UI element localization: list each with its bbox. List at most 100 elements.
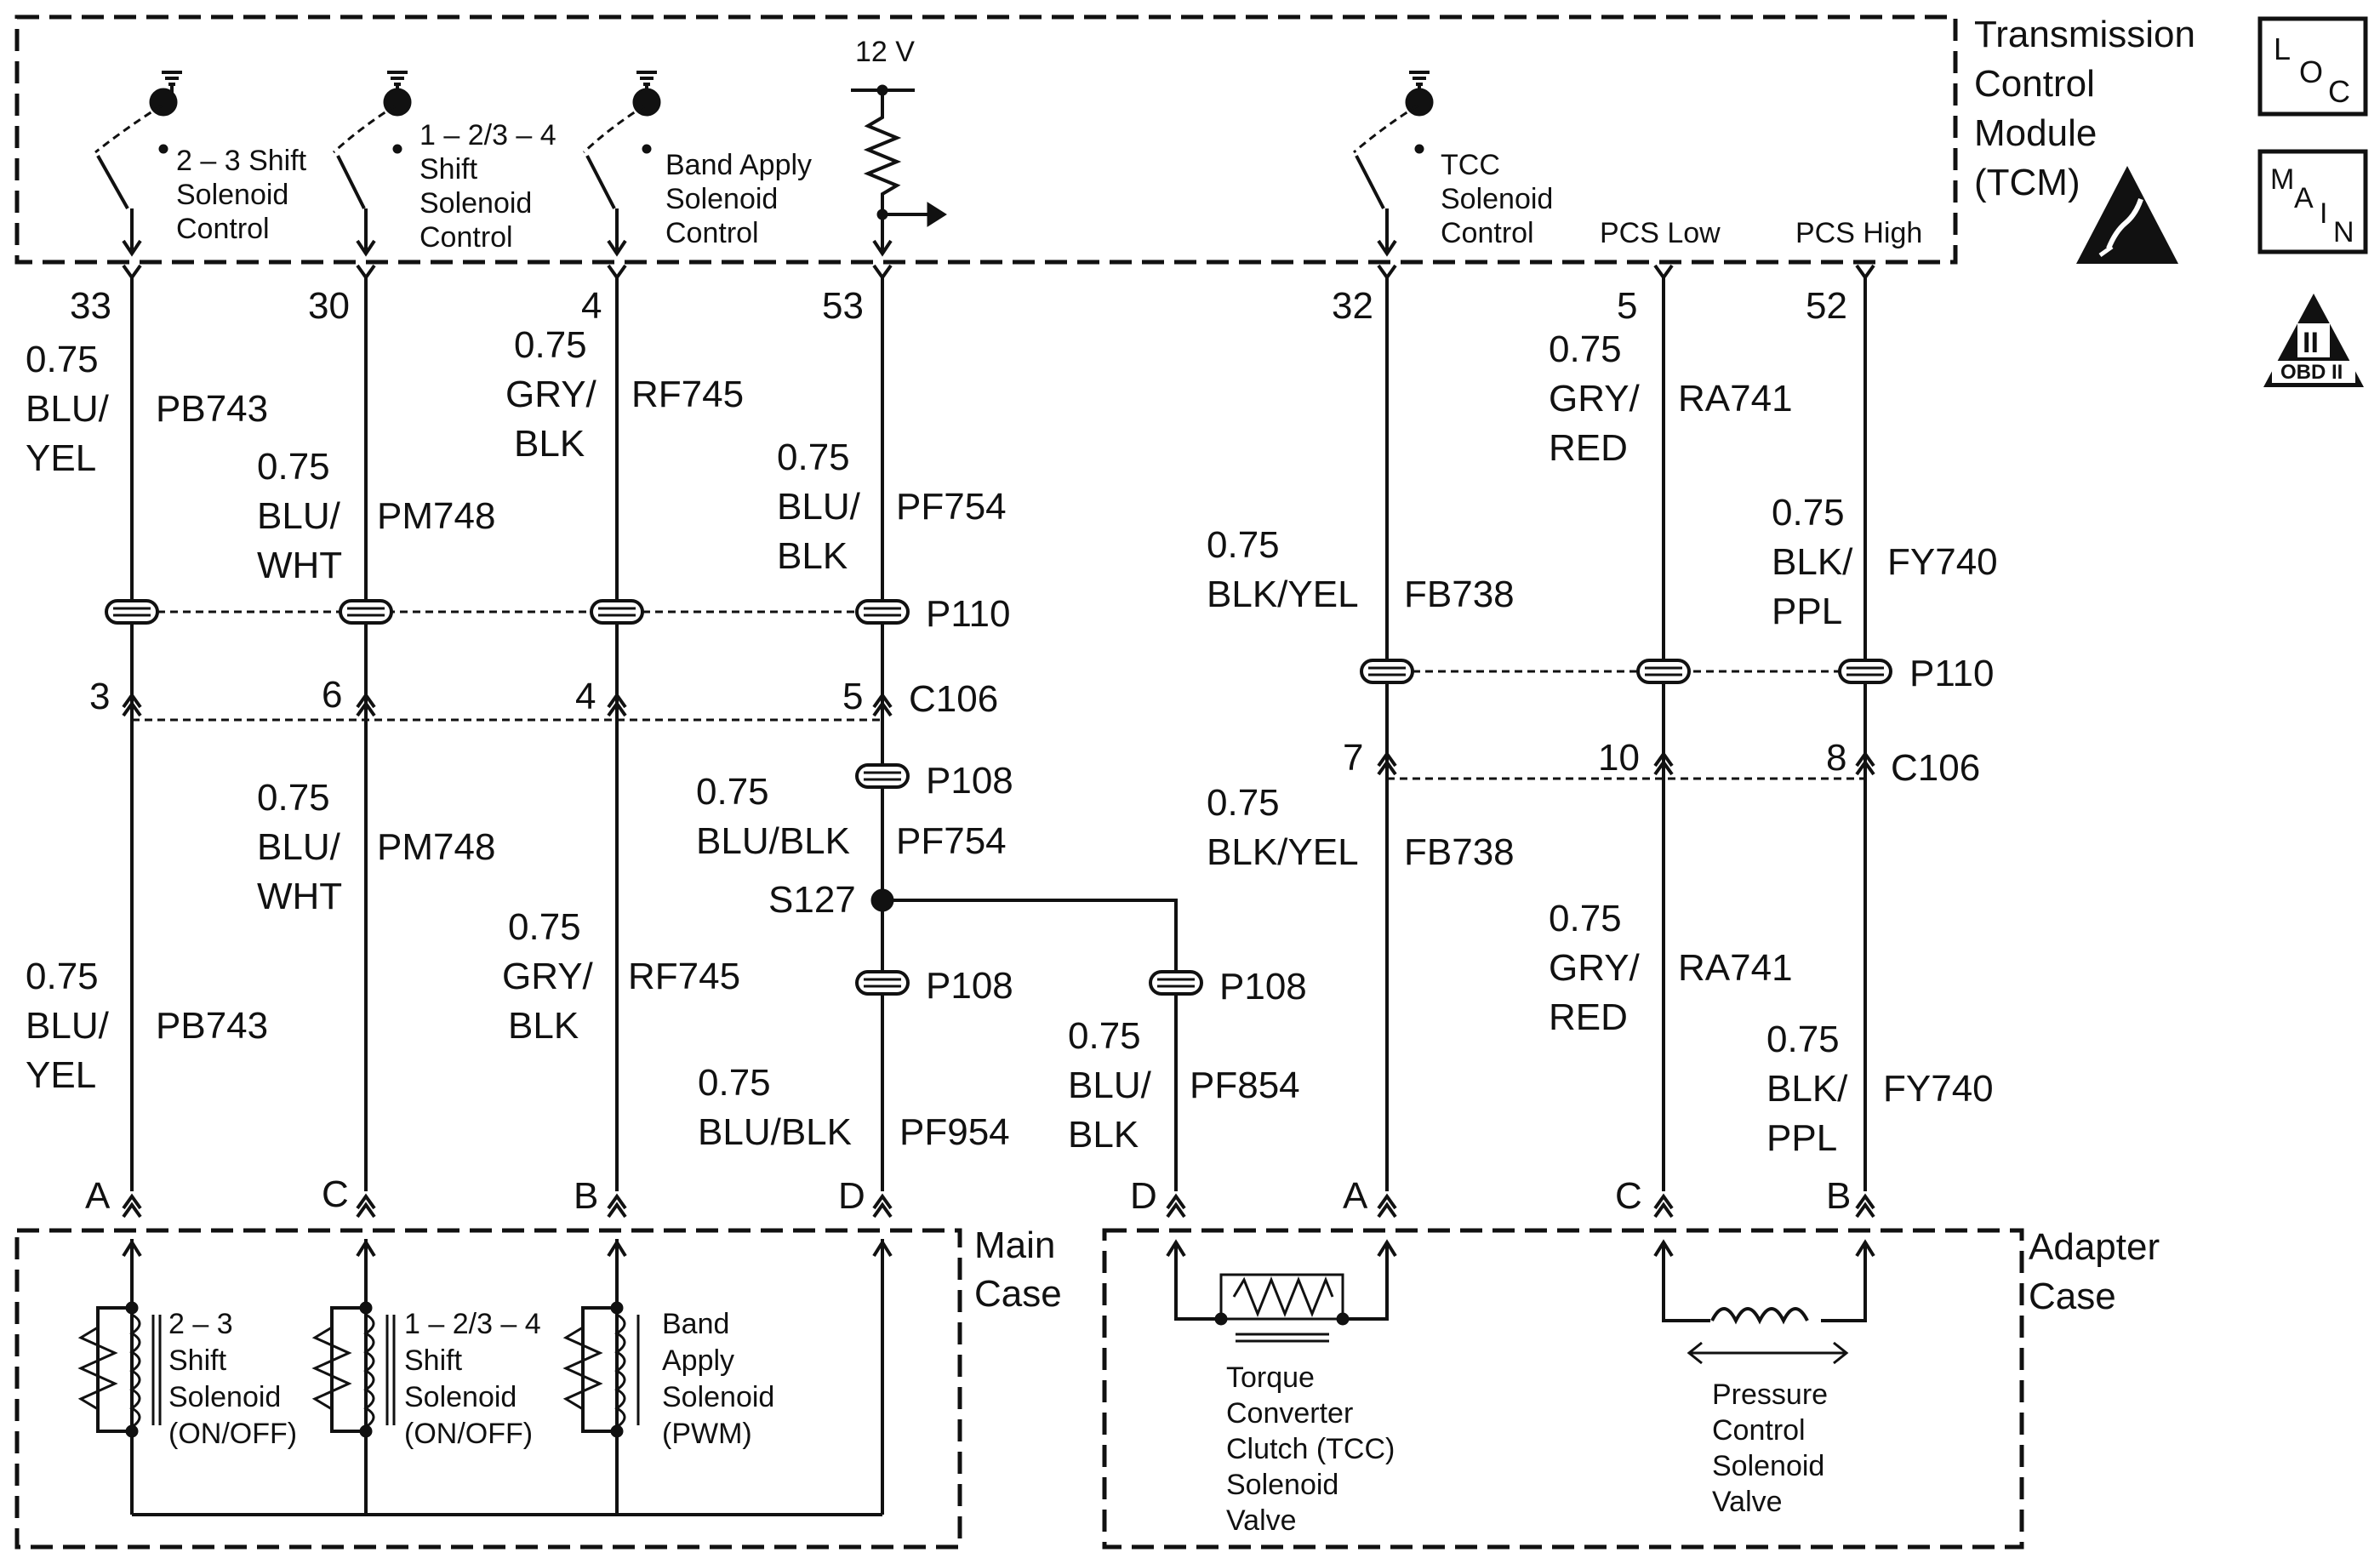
solenoid-coil-icon — [311, 1301, 396, 1438]
wire-u2-circuit: PM748 — [377, 495, 495, 537]
sol-2-line-4: (ON/OFF) — [404, 1418, 533, 1450]
wire-u7-color-1: BLK/ — [1772, 541, 1853, 583]
wire-l4-gauge: 0.75 — [696, 771, 769, 813]
wire-u3-color-2: BLK — [514, 423, 585, 465]
wire-u4-color-2: BLK — [777, 535, 848, 577]
wire-u7-color-2: PPL — [1772, 591, 1842, 632]
tcm-pin-30: 30 — [308, 285, 350, 327]
p110-left-label: P110 — [926, 593, 1011, 635]
p108-clip — [855, 763, 910, 789]
switch-band-apply-label-line-2: Solenoid — [665, 183, 778, 215]
p108-clip — [1149, 970, 1203, 996]
main-letter-a: A — [2294, 182, 2314, 214]
bottom-pin-b: B — [574, 1175, 598, 1217]
tcm-title-line-1: Transmission — [1974, 14, 2195, 55]
pcs-valve-icon — [1653, 1239, 1875, 1365]
p108-label-2: P108 — [926, 965, 1013, 1007]
wire-u4-circuit: PF754 — [896, 486, 1007, 528]
wire-l6-circuit: PF854 — [1190, 1065, 1300, 1106]
main-case-boundary — [14, 1228, 962, 1550]
loc-badge-icon: L O C — [2257, 16, 2368, 117]
wire-l9-circuit: FY740 — [1883, 1068, 1994, 1110]
c106-right-label: C106 — [1891, 747, 1980, 789]
solenoid-coil-icon — [77, 1301, 162, 1438]
wire-l7-color: BLK/YEL — [1207, 831, 1359, 873]
splice-s127-dot — [870, 888, 894, 912]
wire-l7-circuit: FB738 — [1404, 831, 1515, 873]
loc-letter-l: L — [2274, 31, 2291, 66]
wire-u6-gauge: 0.75 — [1549, 328, 1622, 370]
switch-band-apply-label-line-3: Control — [665, 217, 759, 249]
tcm-pin-chevrons — [122, 264, 1875, 281]
switch-band-apply-label-line-1: Band Apply — [665, 149, 812, 181]
pcs-high-label: PCS High — [1795, 217, 1922, 249]
adapter-case-label-line-2: Case — [2029, 1276, 2116, 1317]
sol-1-line-1: 2 – 3 — [168, 1308, 233, 1340]
p110-clip — [1360, 659, 1414, 684]
bottom-pin-a: A — [85, 1175, 111, 1217]
supply-12v-label: 12 V — [855, 36, 915, 68]
bottom-connector-chevrons — [122, 1195, 1875, 1219]
switch-2-3-shift: 2 – 3 Shift Solenoid Control — [94, 71, 307, 257]
wire-l5-circuit: PF954 — [899, 1111, 1010, 1153]
switch-1-2-3-4-shift: 1 – 2/3 – 4 Shift Solenoid Control — [332, 71, 556, 257]
upper-wire-labels: 0.75 BLU/ YEL PB743 0.75 BLU/ WHT PM748 … — [26, 324, 1998, 632]
wire-u2-color-1: BLU/ — [257, 495, 341, 537]
c106-pin-6: 6 — [322, 674, 342, 716]
switch-tcc: TCC Solenoid Control — [1353, 71, 1553, 257]
bottom-pin-d-2: D — [1130, 1175, 1157, 1217]
p108-label-3: P108 — [1219, 966, 1307, 1007]
tcm-title-line-4: (TCM) — [1974, 162, 2080, 203]
obd-roman: II — [2303, 327, 2319, 359]
adapter-case-boundary — [1102, 1228, 2024, 1550]
wire-l5-color: BLU/BLK — [698, 1111, 852, 1153]
wire-l9-color-1: BLK/ — [1766, 1068, 1848, 1110]
wire-u5-gauge: 0.75 — [1207, 524, 1280, 566]
wire-u2-gauge: 0.75 — [257, 446, 330, 488]
c106-pin-3: 3 — [89, 676, 110, 717]
wire-l7-gauge: 0.75 — [1207, 782, 1280, 824]
wire-u7-gauge: 0.75 — [1772, 492, 1845, 534]
p110-clip — [339, 599, 393, 625]
switch-tcc-label-line-1: TCC — [1441, 149, 1500, 181]
wire-l2-color-2: WHT — [257, 876, 342, 917]
sol-3-line-4: (PWM) — [662, 1418, 752, 1450]
sol-3-line-3: Solenoid — [662, 1381, 774, 1413]
wire-u3-circuit: RF745 — [631, 374, 744, 415]
sol-2-line-1: 1 – 2/3 – 4 — [404, 1308, 541, 1340]
wire-l1-circuit: PB743 — [156, 1005, 268, 1047]
c106-left-label: C106 — [909, 678, 998, 720]
main-case-wiring — [122, 1239, 893, 1516]
switch-1-2-3-4-label-line-2: Shift — [419, 153, 478, 186]
vertical-wires — [130, 277, 1867, 1191]
wire-l3-circuit: RF745 — [628, 956, 740, 997]
wire-l9-gauge: 0.75 — [1766, 1019, 1840, 1060]
tcm-title-line-2: Control — [1974, 63, 2095, 105]
sol-3-line-2: Apply — [662, 1344, 734, 1377]
tcm-pin-53: 53 — [822, 285, 864, 327]
main-letter-m: M — [2270, 163, 2294, 196]
switch-1-2-3-4-label-line-1: 1 – 2/3 – 4 — [419, 119, 556, 151]
adapter-case-label-line-1: Adapter — [2029, 1226, 2160, 1268]
main-letter-n: N — [2333, 216, 2354, 248]
wire-l3-color-2: BLK — [508, 1005, 579, 1047]
pcs-valve-line-1: Pressure — [1712, 1378, 1828, 1411]
pcs-valve-line-2: Control — [1712, 1414, 1806, 1447]
main-letter-i: I — [2320, 197, 2327, 230]
wire-u6-circuit: RA741 — [1678, 378, 1793, 420]
tcc-valve-line-5: Valve — [1226, 1504, 1297, 1537]
wire-u1-circuit: PB743 — [156, 388, 268, 430]
pcs-low-label: PCS Low — [1600, 217, 1721, 249]
wire-l8-gauge: 0.75 — [1549, 898, 1622, 939]
bottom-pin-d: D — [838, 1175, 865, 1217]
tcm-title: Transmission Control Module (TCM) — [1974, 14, 2195, 203]
main-badge-icon: M A I N — [2257, 149, 2368, 254]
switch-2-3-label-line-1: 2 – 3 Shift — [176, 145, 307, 177]
switch-tcc-label-line-2: Solenoid — [1441, 183, 1553, 215]
switch-1-2-3-4-label-line-4: Control — [419, 221, 513, 254]
c106-pin-7: 7 — [1343, 737, 1363, 779]
switch-tcc-label-line-3: Control — [1441, 217, 1534, 249]
p108-label-1: P108 — [926, 760, 1013, 802]
lower-wire-labels: 0.75 BLU/ YEL PB743 0.75 BLU/ WHT PM748 … — [26, 771, 1994, 1159]
wire-l2-circuit: PM748 — [377, 826, 495, 868]
